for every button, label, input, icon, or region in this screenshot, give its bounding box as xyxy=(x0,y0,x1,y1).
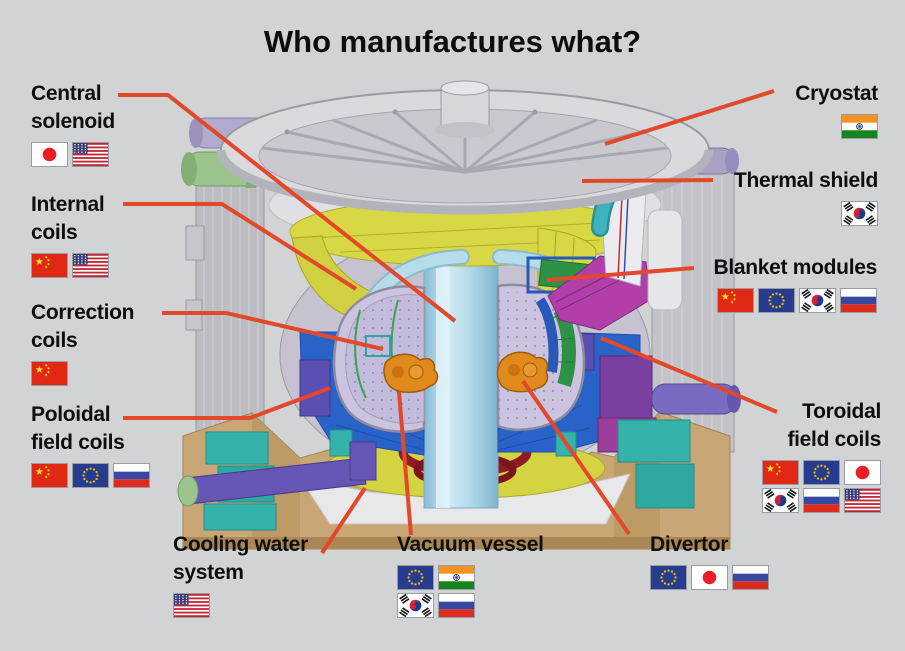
leader-line-central-solenoid xyxy=(118,93,457,323)
leader-line-cryostat xyxy=(604,89,775,146)
leader-line-blanket-modules xyxy=(546,266,695,282)
leader-line-thermal-shield xyxy=(581,178,714,183)
leader-line-internal-coils xyxy=(123,202,358,291)
divertor-cassettes xyxy=(383,351,549,393)
leader-line-toroidal-field-coils xyxy=(600,336,778,414)
leader-line-vacuum-vessel xyxy=(397,391,413,536)
leader-line-poloidal-field-coils xyxy=(123,386,331,420)
leader-line-divertor xyxy=(521,379,631,536)
leader-lines xyxy=(118,89,778,555)
leader-line-correction-coils xyxy=(162,311,384,351)
cryostat-lid xyxy=(216,80,714,215)
machine-body xyxy=(177,80,741,550)
vessel-sector xyxy=(599,185,683,311)
page-title: Who manufactures what? xyxy=(263,24,642,59)
leader-line-cooling-water-system xyxy=(320,486,367,555)
